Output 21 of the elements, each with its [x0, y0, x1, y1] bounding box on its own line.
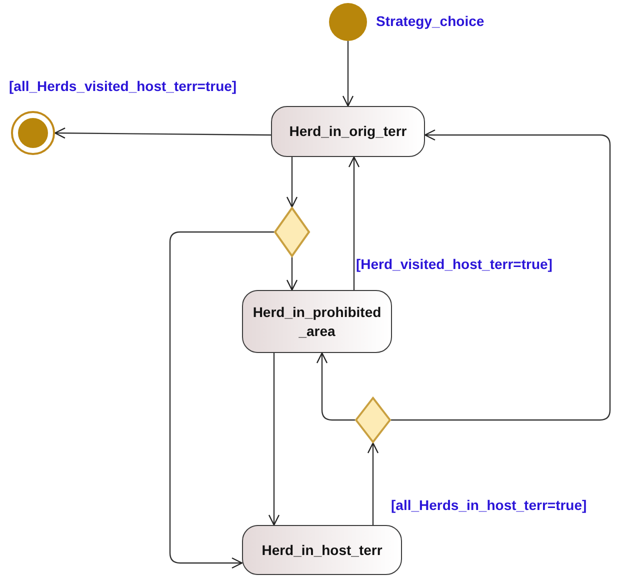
state-caption: Strategy_choice [376, 13, 484, 29]
arrow [286, 257, 298, 291]
edge-label: [Herd_visited_host_terr=true] [355, 256, 554, 272]
state-box: Herd_in_prohibited _area [242, 290, 392, 353]
decision-diamond [274, 207, 310, 257]
decision-diamond [355, 397, 391, 443]
arrow [268, 353, 280, 526]
state-box: Herd_in_host_terr [242, 525, 402, 575]
initial-state [329, 3, 367, 41]
arrow [348, 156, 360, 290]
arrow [342, 41, 354, 107]
state-box: Herd_in_orig_terr [271, 106, 425, 157]
edge-label: [all_Herds_in_host_terr=true] [390, 497, 588, 513]
arrow [367, 442, 379, 525]
final-state [11, 111, 55, 155]
arrow [169, 231, 274, 569]
arrow [391, 129, 611, 421]
edge-label: [all_Herds_visited_host_terr=true] [8, 78, 238, 94]
arrow [316, 352, 355, 421]
arrow [54, 128, 271, 139]
arrow [286, 157, 298, 208]
